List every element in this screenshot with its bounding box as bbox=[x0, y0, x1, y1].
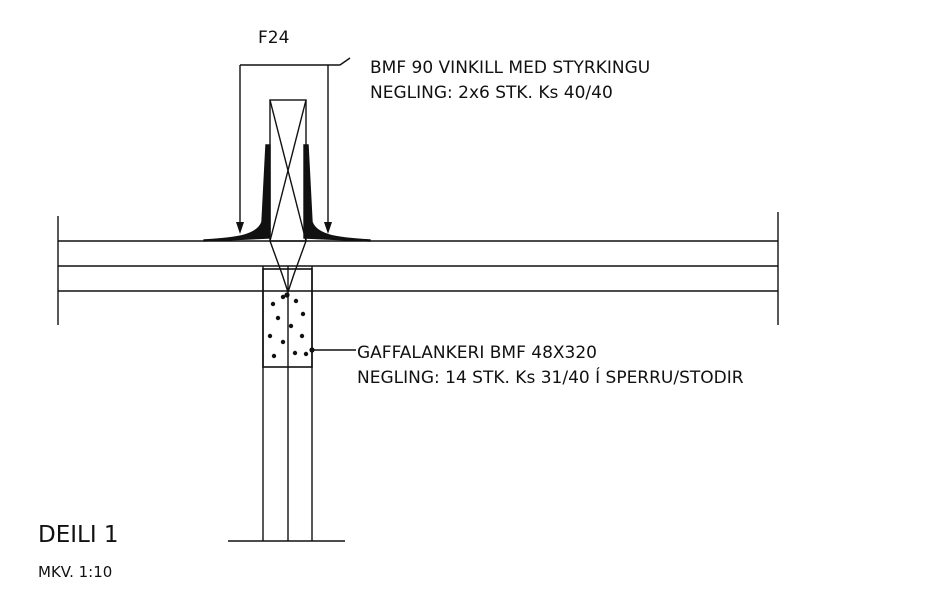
horizontal-beam bbox=[57, 212, 779, 325]
drawing-scale: MKV. 1:10 bbox=[38, 563, 112, 581]
upper-timber bbox=[269, 99, 307, 242]
top-callout-leader bbox=[239, 57, 351, 226]
vertical-post bbox=[228, 266, 345, 542]
leader-dot bbox=[309, 347, 315, 353]
angle-bracket-left bbox=[203, 144, 271, 242]
top-callout-line1: BMF 90 VINKILL MED STYRKINGU bbox=[370, 58, 650, 78]
arrowheads bbox=[236, 222, 332, 234]
angle-bracket-right bbox=[303, 144, 371, 242]
bottom-callout-line2: NEGLING: 14 STK. Ks 31/40 Í SPERRU/STODI… bbox=[357, 366, 744, 388]
tag-label: F24 bbox=[258, 28, 289, 48]
fork-anchor bbox=[262, 240, 313, 368]
nail-dots bbox=[267, 292, 309, 359]
bottom-callout-line1: GAFFALANKERI BMF 48X320 bbox=[357, 343, 597, 363]
top-callout-line2: NEGLING: 2x6 STK. Ks 40/40 bbox=[370, 83, 613, 103]
drawing-title: DEILI 1 bbox=[38, 522, 119, 548]
